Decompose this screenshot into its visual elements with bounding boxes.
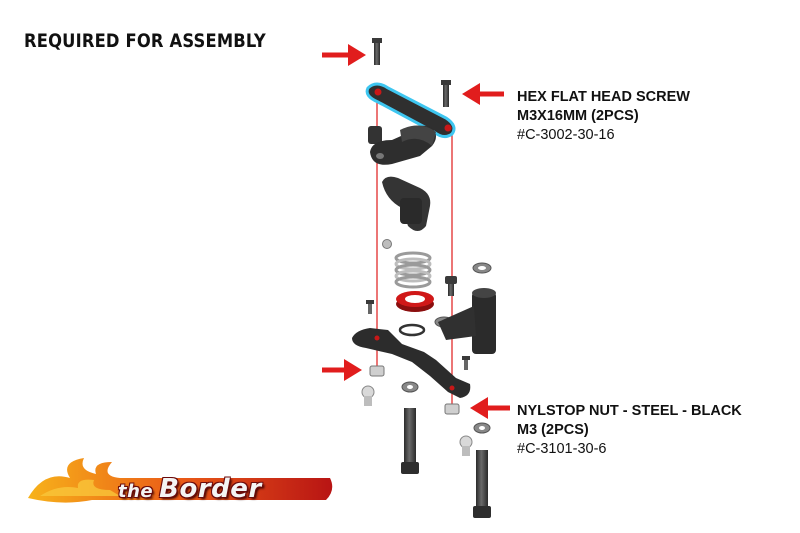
page-heading: REQUIRED FOR ASSEMBLY <box>24 30 266 52</box>
steering-arm-upper <box>368 125 436 165</box>
nut-size: M3 (2PCS) <box>517 422 589 438</box>
logo-the: the <box>118 481 154 502</box>
red-adjuster-nut <box>396 291 434 312</box>
steering-base-plate <box>352 328 471 398</box>
arrow-left-nut <box>322 359 362 381</box>
screw-post-top <box>445 276 457 296</box>
steering-link-plate <box>365 82 456 139</box>
small-nut-center <box>382 239 392 249</box>
nylstop-nut-right <box>444 403 460 415</box>
steering-post <box>438 288 496 354</box>
hex-flat-head-screw-left <box>372 38 382 65</box>
washer-right <box>473 422 491 434</box>
arrow-nut-callout <box>470 397 510 419</box>
nut-name: NYLSTOP NUT - STEEL - BLACK <box>517 403 742 419</box>
nylstop-nut-left <box>369 365 385 377</box>
nut-callout: NYLSTOP NUT - STEEL - BLACK M3 (2PCS) #C… <box>517 402 742 459</box>
small-screw-right <box>462 356 470 370</box>
ball-stud-left <box>361 385 375 406</box>
screw-callout: HEX FLAT HEAD SCREW M3X16MM (2PCS) #C-30… <box>517 88 690 145</box>
screw-name: HEX FLAT HEAD SCREW <box>517 89 690 105</box>
logo-name: Border <box>159 474 262 504</box>
small-screw-left <box>366 300 374 314</box>
o-ring <box>398 323 426 337</box>
hex-flat-head-screw-right <box>441 80 451 107</box>
nut-part-number: #C-3101-30-6 <box>517 441 607 457</box>
logo-flame <box>28 458 333 503</box>
long-bolt-right <box>473 450 491 518</box>
bearing-right <box>472 262 492 274</box>
arrow-screw-callout <box>462 83 504 105</box>
long-bolt-left <box>401 408 419 474</box>
screw-part-number: #C-3002-30-16 <box>517 127 615 143</box>
servo-saver-spring <box>394 251 432 289</box>
arrow-top-screw <box>322 44 366 66</box>
washer-center <box>401 381 419 393</box>
screw-size: M3X16MM (2PCS) <box>517 108 639 124</box>
ball-stud-right <box>459 435 473 456</box>
servo-horn <box>382 176 431 231</box>
